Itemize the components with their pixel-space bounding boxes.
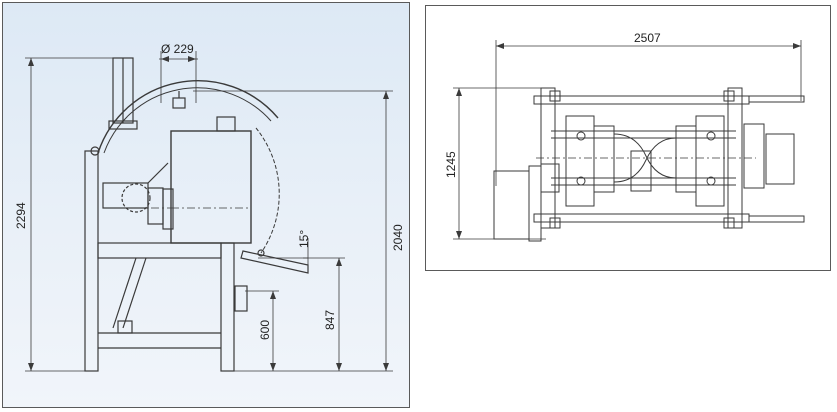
diameter-label: Ø 229 [161, 42, 194, 56]
side-view-panel: Ø 229 2294 2040 847 600 15° [2, 2, 410, 408]
side-view-drawing: Ø 229 2294 2040 847 600 15° [14, 42, 405, 372]
length-2507-label: 2507 [634, 31, 661, 45]
dimension-lines [453, 40, 802, 240]
height-847-label: 847 [323, 310, 337, 330]
top-view-panel: 2507 1245 [425, 5, 831, 271]
machine-frame [84, 150, 235, 372]
height-2294-label: 2294 [14, 202, 28, 229]
top-view-drawing: 2507 1245 [444, 31, 805, 242]
dimension-lines [25, 51, 393, 372]
height-2040-label: 2040 [391, 224, 405, 251]
height-600-label: 600 [258, 320, 272, 340]
angle-label: 15° [297, 230, 311, 248]
width-1245-label: 1245 [444, 151, 458, 178]
